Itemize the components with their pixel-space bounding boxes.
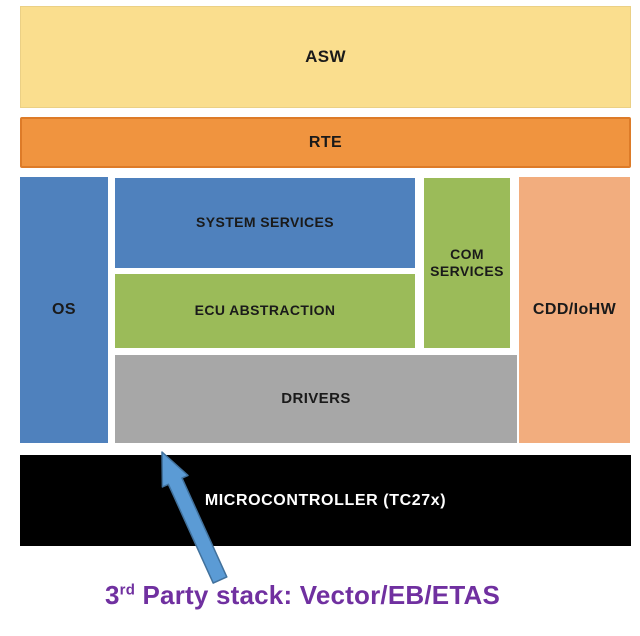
asw-layer-block: ASW [20,6,631,108]
com-services-block: COM SERVICES [424,178,510,348]
ecu-abstraction-label: ECU ABSTRACTION [194,302,336,319]
drivers-label: DRIVERS [281,389,351,407]
os-block: OS [20,177,108,443]
ecu-abstraction-block: ECU ABSTRACTION [115,274,415,348]
com-services-label: COM SERVICES [430,245,504,280]
microcontroller-label: MICROCONTROLLER (TC27x) [204,491,447,509]
third-party-stack-caption: 3rd Party stack: Vector/EB/ETAS [20,580,585,611]
rte-label: RTE [308,133,343,151]
cdd-iohw-block: CDD/IoHW [519,177,630,443]
os-label: OS [52,301,76,318]
microcontroller-block: MICROCONTROLLER (TC27x) [20,455,631,546]
asw-label: ASW [305,47,346,67]
caption-ordinal: rd [119,581,136,599]
caption-text: Party stack: Vector/EB/ETAS [135,580,500,610]
system-services-label: SYSTEM SERVICES [195,214,334,231]
drivers-block: DRIVERS [115,355,517,443]
caption-number: 3 [104,580,120,610]
cdd-iohw-label: CDD/IoHW [532,301,617,318]
rte-layer-block: RTE [20,117,631,168]
system-services-block: SYSTEM SERVICES [115,178,415,268]
